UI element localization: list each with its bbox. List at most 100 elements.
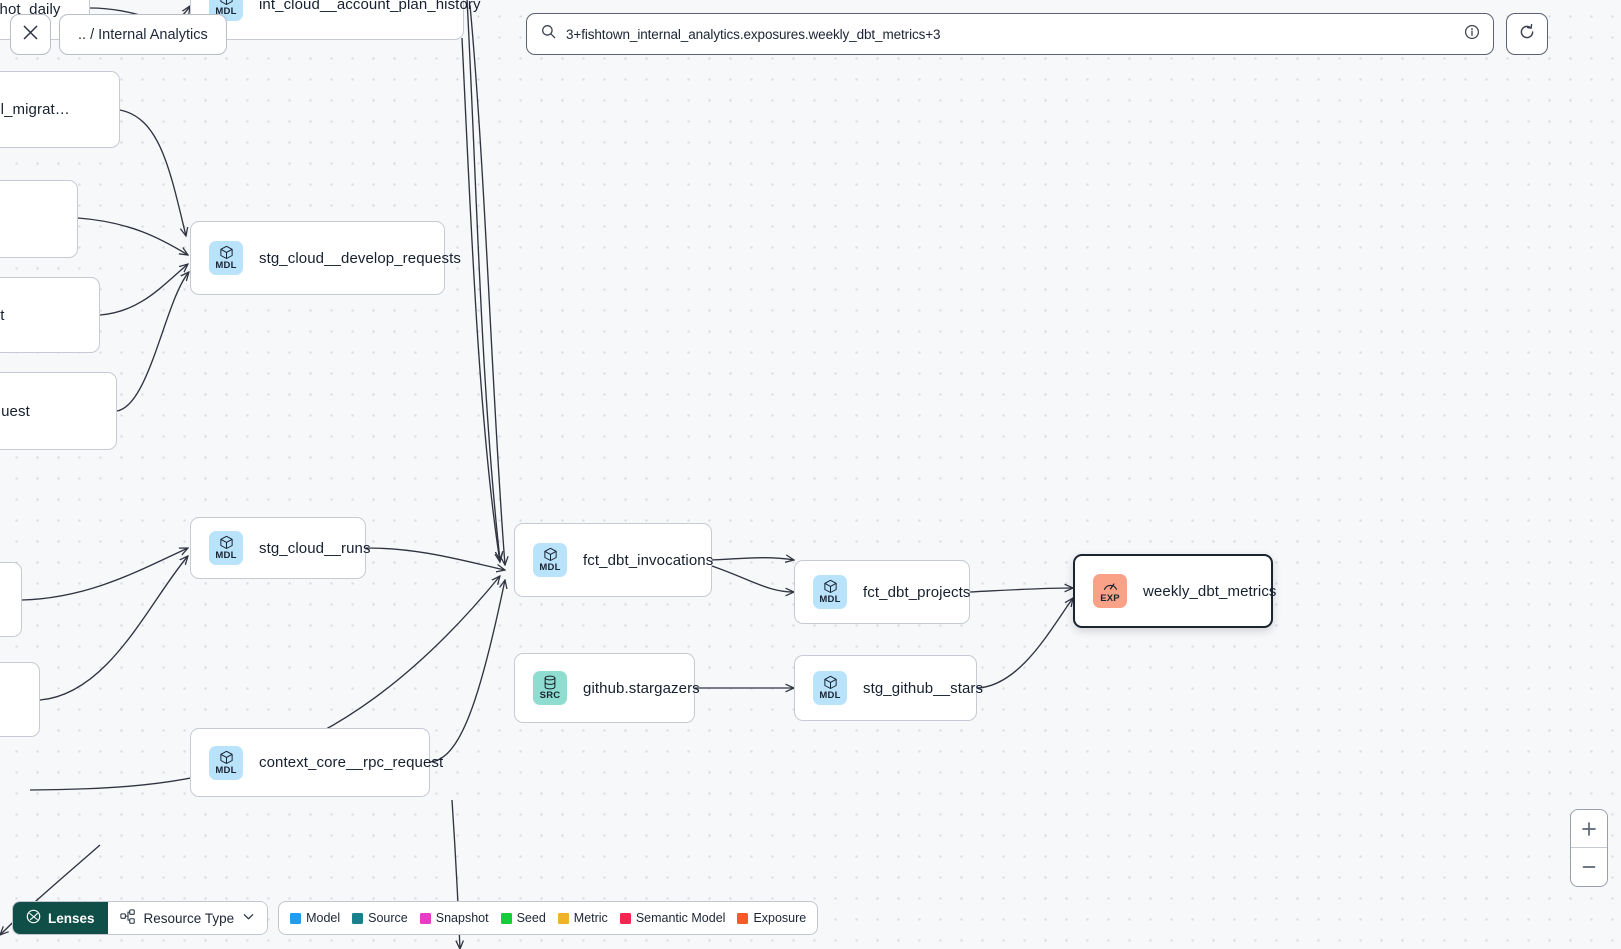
graph-node[interactable]: MDLvelop_request — [0, 277, 100, 353]
search-input[interactable] — [566, 26, 1454, 42]
lenses-button[interactable]: Lenses — [13, 902, 108, 934]
node-type-tag: MDL — [215, 6, 237, 18]
graph-node[interactable]: MDL stg_github__stars — [794, 655, 983, 721]
graph-node[interactable]: MDL_develop_request — [0, 372, 117, 450]
graph-node-label: stg_cloud__runs — [259, 539, 371, 557]
graph-edge — [969, 588, 1073, 593]
graph-node[interactable]: MDL stg_cloud__runs — [190, 517, 370, 579]
legend-label: Seed — [516, 911, 546, 925]
graph-node-label: snapshot_daily — [0, 0, 61, 18]
node-type-tag: MDL — [819, 690, 841, 702]
graph-node[interactable]: MDL int_cloud__account_plan_history — [190, 0, 480, 40]
database-icon: SRC — [533, 671, 567, 705]
graph-edge — [461, 37, 500, 562]
cube-icon: MDL — [209, 745, 243, 780]
node-type-tag: EXP — [1100, 593, 1120, 605]
graph-edge — [711, 565, 794, 592]
refresh-button[interactable] — [1506, 13, 1548, 55]
legend-item[interactable]: Semantic Model — [619, 911, 726, 925]
resource-type-dropdown[interactable]: Resource Type — [107, 902, 268, 934]
zoom-out-button[interactable] — [1571, 848, 1607, 886]
graph-node[interactable]: EXP weekly_dbt_metrics — [1073, 554, 1276, 628]
graph-edge — [21, 548, 188, 601]
cube-icon: MDL — [813, 671, 847, 705]
node-type-tag: MDL — [215, 260, 237, 272]
graph-node[interactable]: MDLmulticell_migrat… — [0, 71, 120, 148]
legend-item[interactable]: Snapshot — [419, 911, 489, 925]
nodes-icon — [119, 908, 136, 928]
graph-edge — [469, 4, 505, 565]
graph-node-label: context_core__rpc_request — [259, 754, 444, 771]
graph-node[interactable]: MDLp_request — [0, 180, 78, 258]
lineage-bottom-bar: Lenses Resource Type Model Source Snapshot… — [12, 901, 819, 935]
legend-item[interactable]: Model — [290, 911, 340, 925]
cube-icon: MDL — [813, 575, 847, 609]
legend-label: Snapshot — [435, 911, 489, 925]
legend-item[interactable]: Source — [352, 911, 408, 925]
node-type-tag: MDL — [215, 764, 237, 776]
graph-node-label: int_cloud__account_plan_history — [259, 0, 481, 13]
graph-node[interactable]: SRC github.stargazers — [514, 653, 700, 723]
graph-edge — [976, 598, 1073, 689]
legend-item[interactable]: Exposure — [737, 911, 806, 925]
graph-edge — [99, 264, 188, 316]
legend-swatch-icon — [290, 912, 302, 924]
node-type-tag: MDL — [539, 562, 561, 574]
zoom-in-button[interactable] — [1571, 810, 1607, 848]
gauge-icon: EXP — [1093, 574, 1127, 608]
graph-node[interactable]: MDL stg_cloud__develop_requests — [190, 221, 461, 295]
legend-item[interactable]: Seed — [500, 911, 546, 925]
cube-icon-glyph — [219, 535, 234, 550]
lens-icon — [26, 909, 41, 927]
graph-edge — [466, 0, 500, 560]
graph-node-label: velop_request — [0, 306, 5, 324]
chevron-down-icon — [242, 910, 255, 926]
graph-node-label: weekly_dbt_metrics — [1143, 582, 1277, 600]
graph-node-label: stg_cloud__develop_requests — [259, 249, 462, 267]
graph-node[interactable]: MDL context_core__rpc_request — [190, 728, 443, 797]
graph-edge — [429, 580, 505, 763]
legend-label: Semantic Model — [635, 911, 726, 925]
legend-swatch-icon — [419, 912, 431, 924]
resource-type-label: Resource Type — [143, 910, 235, 926]
legend-label: Metric — [573, 911, 608, 925]
graph-edge — [39, 556, 188, 701]
graph-node[interactable]: MDLn — [0, 562, 22, 637]
legend-swatch-icon — [619, 912, 631, 924]
node-type-tag: MDL — [819, 594, 841, 606]
cube-icon: MDL — [209, 531, 243, 565]
cube-icon-glyph — [823, 579, 838, 594]
graph-node-label: stg_github__stars — [863, 679, 984, 697]
legend-swatch-icon — [737, 912, 749, 924]
legend-item[interactable]: Metric — [557, 911, 608, 925]
zoom-controls — [1570, 809, 1608, 887]
database-icon-glyph — [543, 675, 557, 690]
graph-node-label: github.stargazers — [583, 679, 700, 697]
legend-swatch-icon — [352, 912, 364, 924]
node-type-tag: MDL — [215, 550, 237, 562]
graph-node-label: _develop_request — [0, 402, 30, 420]
breadcrumb[interactable]: .. / Internal Analytics — [59, 14, 227, 55]
graph-node[interactable]: MDL_run — [0, 662, 40, 737]
legend-swatch-icon — [557, 912, 569, 924]
graph-edge — [77, 217, 188, 255]
search-box[interactable] — [526, 13, 1494, 55]
node-type-tag: SRC — [539, 690, 561, 702]
lineage-search-row — [526, 13, 1548, 55]
lineage-overlay-topleft: .. / Internal Analytics — [10, 14, 227, 55]
legend-swatch-icon — [500, 912, 512, 924]
graph-edge — [365, 547, 505, 570]
lenses-label: Lenses — [48, 910, 95, 926]
close-button[interactable] — [10, 14, 51, 55]
legend-label: Exposure — [753, 911, 807, 925]
graph-edge — [116, 272, 189, 412]
graph-edge — [711, 558, 794, 560]
lens-group: Lenses Resource Type — [12, 901, 269, 935]
cube-icon-glyph — [543, 547, 558, 562]
info-icon[interactable] — [1464, 24, 1480, 45]
cube-icon-glyph — [219, 245, 234, 260]
